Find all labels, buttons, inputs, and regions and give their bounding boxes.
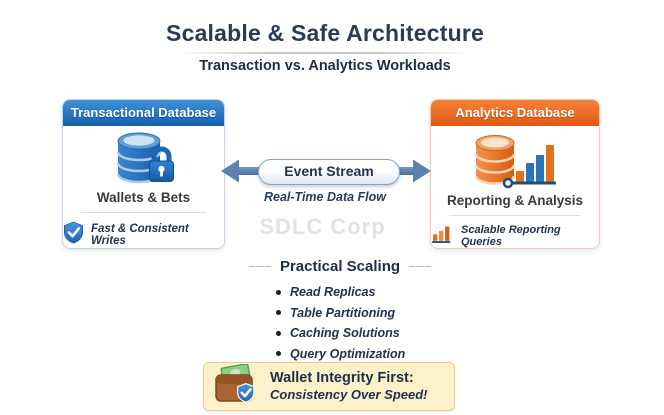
wallet-integrity-callout: Wallet Integrity First: Consistency Over… — [203, 362, 455, 411]
event-stream-sublabel: Real-Time Data Flow — [263, 190, 387, 204]
list-item: Query Optimization — [276, 347, 440, 361]
practical-scaling-list: Read Replicas Table Partitioning Caching… — [240, 285, 440, 361]
heading-dash-right — [409, 266, 432, 267]
transactional-database-card: Transactional Database — [62, 99, 225, 249]
bullet-dot — [276, 351, 281, 356]
page-subtitle: Transaction vs. Analytics Workloads — [199, 58, 451, 74]
analytics-card-badge: Scalable Reporting Queries — [431, 224, 599, 248]
analytics-card-header: Analytics Database — [431, 100, 599, 126]
transactional-card-label: Wallets & Bets — [96, 190, 191, 205]
heading-dash-left — [248, 266, 271, 267]
divider — [449, 215, 581, 216]
callout-subtitle: Consistency Over Speed! — [270, 387, 428, 403]
transactional-card-badge: Fast & Consistent Writes — [63, 221, 224, 249]
analytics-database-card: Analytics Database — [430, 99, 600, 249]
list-item-label: Query Optimization — [290, 346, 406, 361]
shield-check-icon — [63, 221, 84, 249]
bullet-dot — [276, 330, 281, 336]
list-item-label: Read Replicas — [290, 285, 376, 299]
transactional-card-header: Transactional Database — [63, 100, 224, 126]
list-item-label: Table Partitioning — [290, 305, 396, 320]
analytics-badge-label: Scalable Reporting Queries — [461, 224, 561, 248]
practical-scaling-section: Practical Scaling Read Replicas Table Pa… — [240, 258, 440, 367]
list-item-label: Caching Solutions — [290, 326, 400, 340]
title-underline — [178, 52, 470, 54]
wallet-shield-icon — [214, 363, 260, 409]
database-chart-icon — [472, 131, 558, 192]
list-item: Read Replicas — [276, 285, 440, 299]
callout-title: Wallet Integrity First: — [270, 370, 414, 387]
practical-scaling-heading: Practical Scaling — [240, 258, 440, 275]
analytics-card-label: Reporting & Analysis — [446, 193, 584, 208]
event-stream-pill: Event Stream — [258, 159, 400, 185]
watermark: SDLC Corp — [259, 214, 386, 239]
bullet-dot — [276, 310, 281, 315]
practical-scaling-title: Practical Scaling — [279, 258, 401, 275]
divider — [80, 212, 207, 213]
bar-chart-icon — [431, 224, 454, 248]
list-item: Table Partitioning — [276, 306, 440, 320]
database-lock-icon — [110, 131, 178, 189]
bullet-dot — [276, 289, 281, 295]
list-item: Caching Solutions — [276, 326, 440, 340]
transactional-badge-label: Fast & Consistent Writes — [91, 223, 189, 247]
page-title: Scalable & Safe Architecture — [166, 20, 484, 46]
